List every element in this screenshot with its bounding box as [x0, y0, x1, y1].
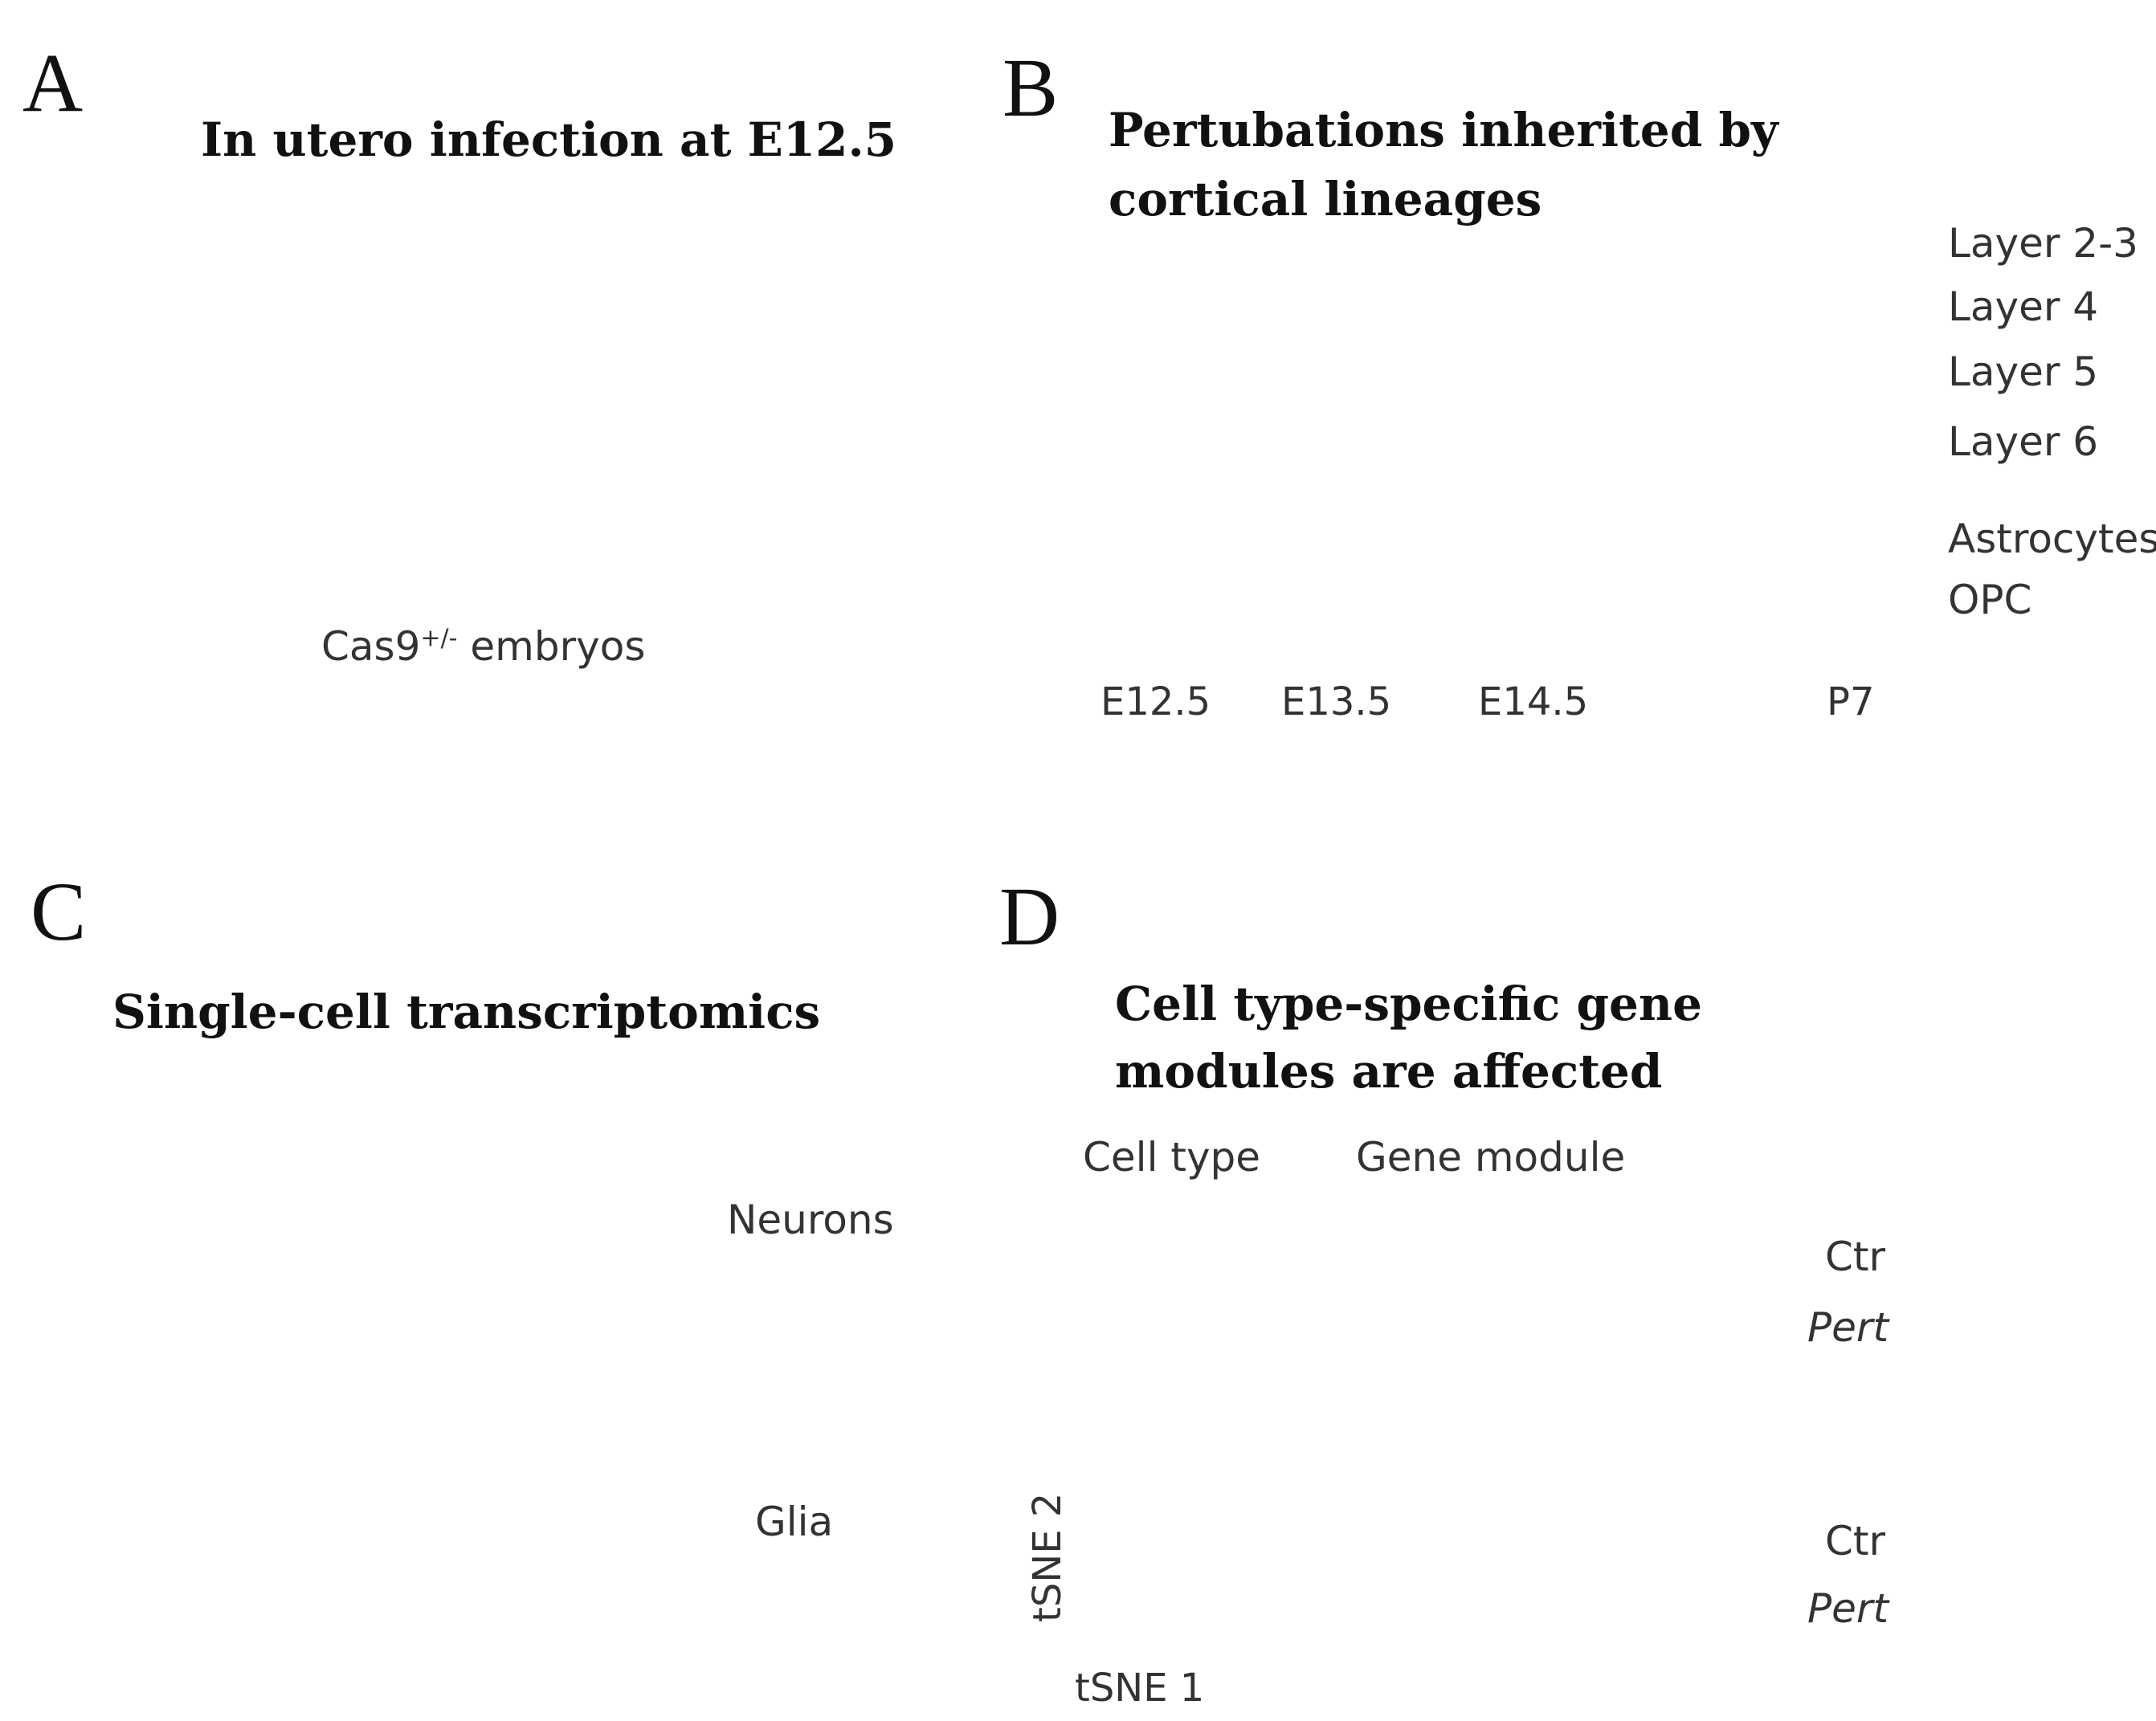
caption-main: Cas9	[321, 623, 421, 670]
panel-label-b: B	[1002, 42, 1059, 134]
panel-label-c: C	[31, 866, 87, 958]
virus-icon	[114, 239, 315, 456]
caption-tail: embryos	[457, 623, 646, 670]
stage-label-e13-5: E13.5	[1281, 679, 1392, 724]
tsne-y-axis-label: tSNE 2	[1025, 1492, 1070, 1622]
ctr-label-top: Ctr	[1825, 1234, 1886, 1280]
neurons-arrow-label: Neurons	[727, 1197, 894, 1243]
layer-label-2-3: Layer 2-3	[1948, 220, 2138, 267]
layer-label-6: Layer 6	[1948, 418, 2099, 465]
embryo-caption: Cas9+/- embryos	[321, 626, 645, 667]
panel-a-title: In utero infection at E12.5	[201, 112, 897, 167]
glia-cluster-outline	[385, 1456, 598, 1654]
panel-d-title-line1: Cell type-specific gene	[1115, 977, 1703, 1031]
stage-label-e12-5: E12.5	[1100, 679, 1211, 724]
mouse-icon	[530, 395, 870, 604]
caption-superscript: +/-	[420, 624, 458, 653]
astrocytes-label: Astrocytes	[1948, 516, 2156, 562]
panel-label-a: A	[22, 37, 84, 129]
cortex-column-icon	[1089, 173, 1913, 659]
glia-arrow-label: Glia	[755, 1499, 834, 1545]
pert-label-top: Pert	[1807, 1304, 1889, 1351]
cell-type-header: Cell type	[1083, 1134, 1261, 1181]
pert-label-bottom: Pert	[1807, 1585, 1889, 1632]
panel-label-d: D	[999, 871, 1060, 963]
panel-b-title-line2: cortical lineages	[1109, 172, 1542, 226]
layer-label-5: Layer 5	[1948, 349, 2099, 395]
opc-label: OPC	[1948, 577, 2032, 623]
gene-module-header: Gene module	[1356, 1134, 1626, 1181]
panel-d-title-line2: modules are affected	[1115, 1044, 1663, 1099]
tsne-x-axis-label: tSNE 1	[1075, 1666, 1205, 1711]
layer-label-4: Layer 4	[1948, 283, 2099, 330]
panel-b-title-line1: Pertubations inherited by	[1109, 103, 1778, 157]
stage-label-p7: P7	[1827, 679, 1875, 724]
effect-plot-icon	[1908, 1225, 2089, 1646]
tsne-subplots	[1083, 1202, 1567, 1637]
tsne-scatter-icon	[136, 1182, 696, 1650]
neurons-cluster-outline	[532, 1178, 641, 1303]
stage-label-e14-5: E14.5	[1478, 679, 1589, 724]
embryo-icon	[341, 399, 507, 545]
ctr-label-bottom: Ctr	[1825, 1518, 1886, 1564]
tsne-overview-frame	[98, 1103, 712, 1710]
panel-c-title: Single-cell transcriptomics	[112, 985, 821, 1039]
